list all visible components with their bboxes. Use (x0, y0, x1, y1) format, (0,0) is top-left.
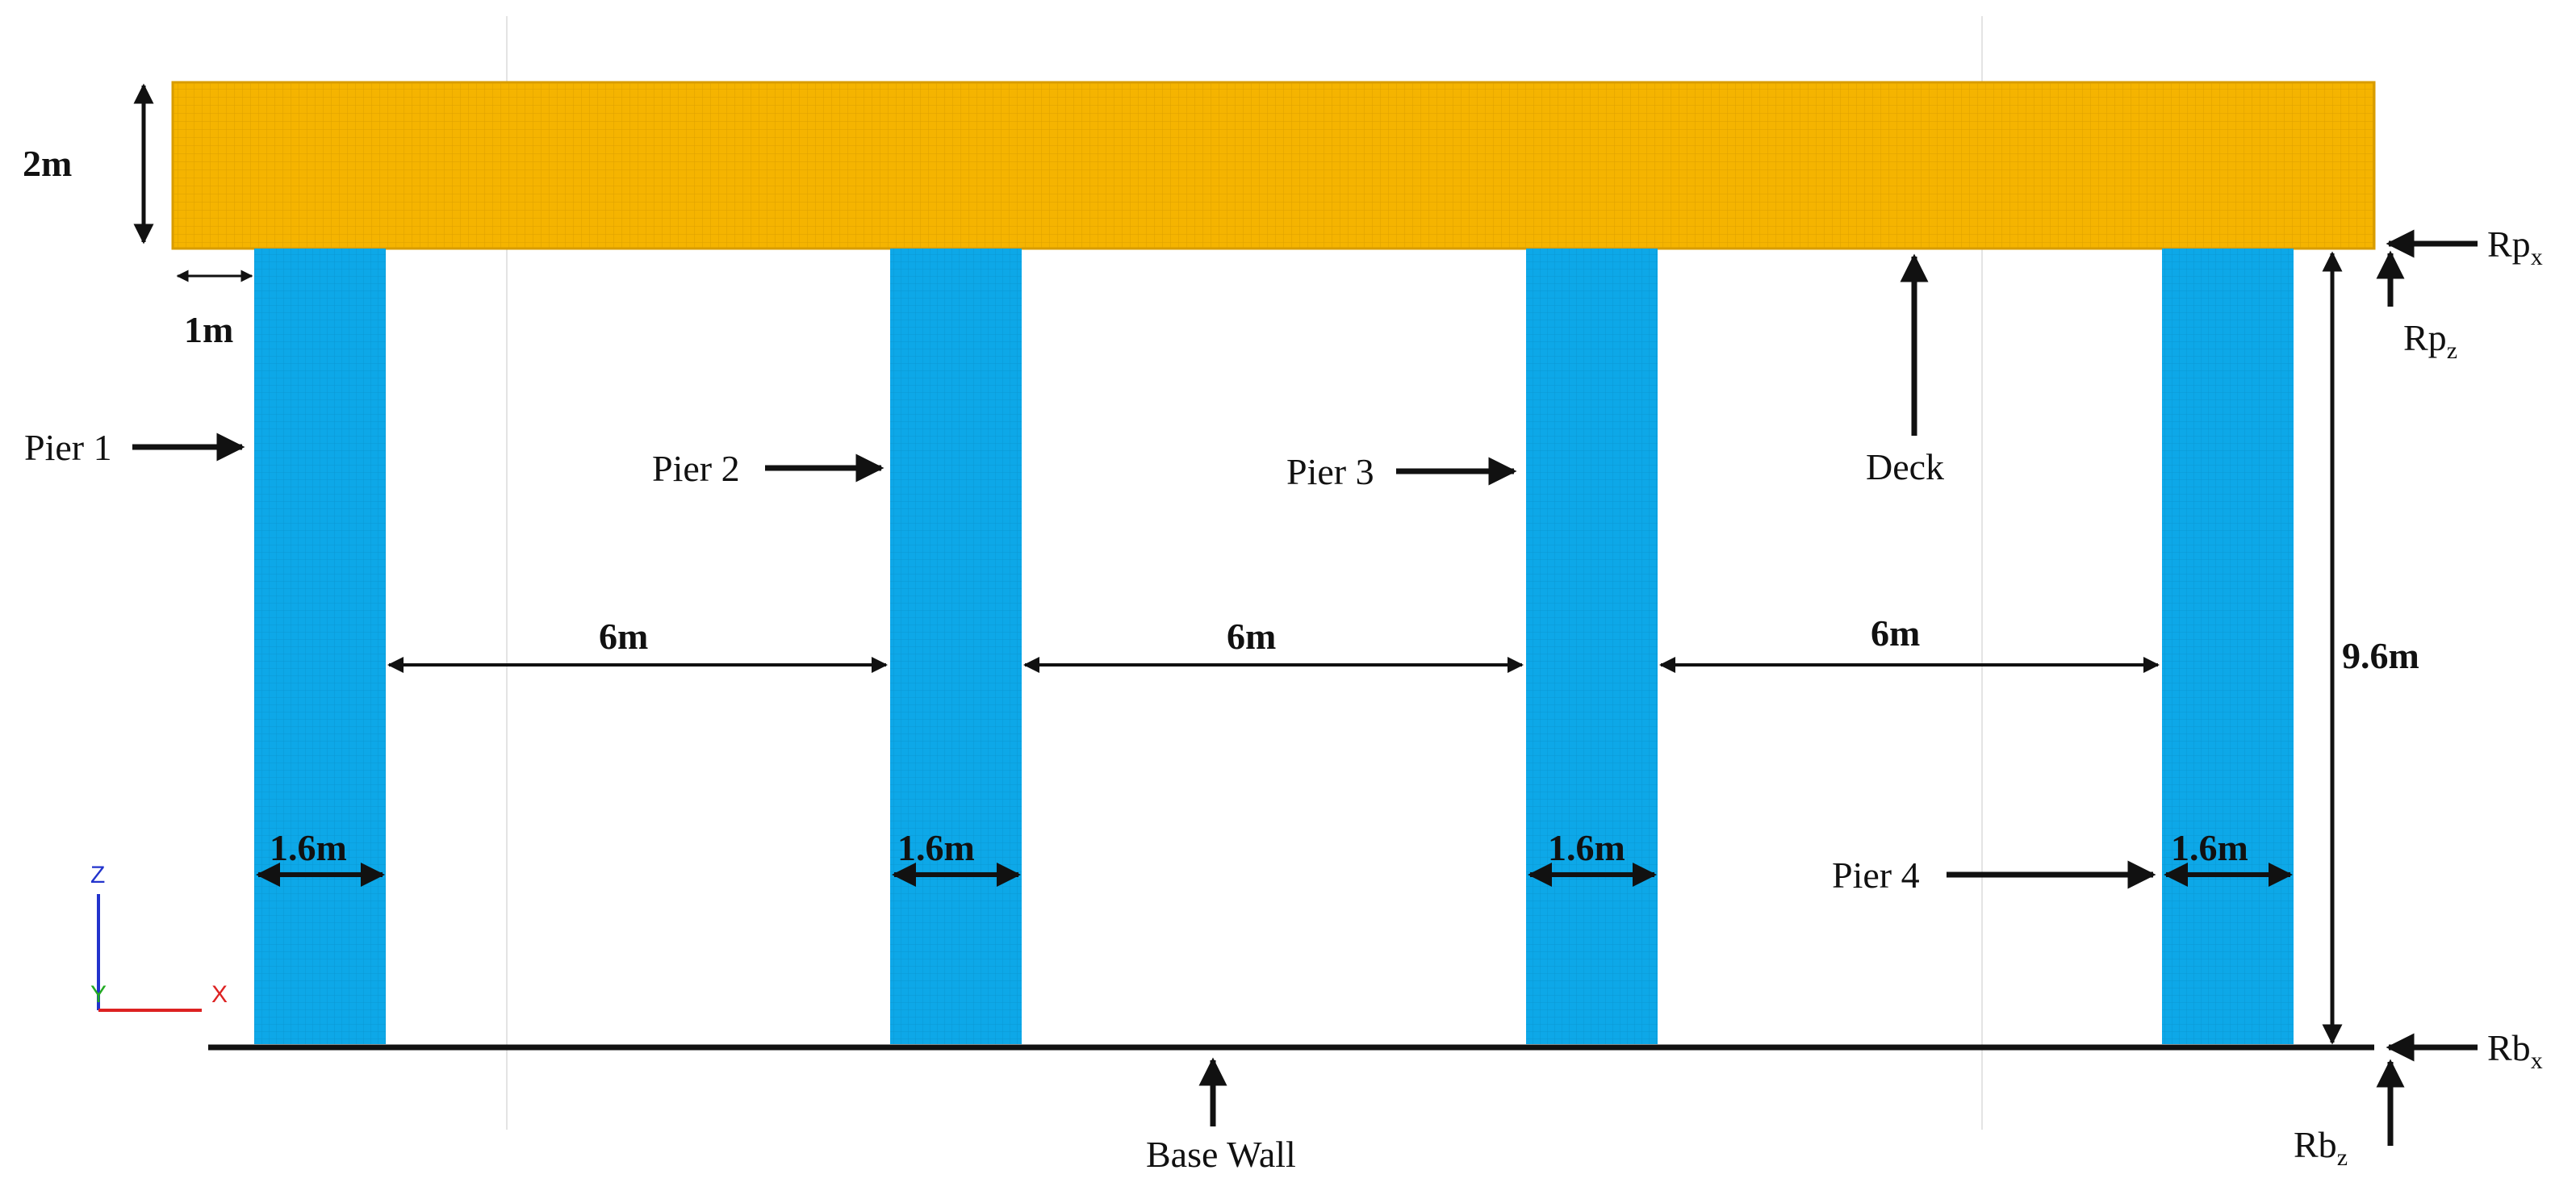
rp-x-subscript: x (2531, 244, 2543, 270)
axis-y-label: Y (90, 981, 107, 1008)
pier-1-label: Pier 1 (24, 427, 112, 468)
pier-2-column (890, 249, 1022, 1044)
rp-z-subscript: z (2447, 337, 2457, 364)
rp-z-label: Rpz (2403, 317, 2457, 364)
span-2-label: 6m (1227, 616, 1276, 657)
span-3-label: 6m (1871, 612, 1920, 654)
rb-z-label: Rbz (2294, 1124, 2348, 1171)
coordinate-axes: Z Y X (90, 862, 228, 1012)
pier-width-1-label: 1.6m (270, 827, 347, 868)
span-1-label: 6m (599, 616, 648, 657)
rb-z-subscript: z (2337, 1144, 2348, 1171)
pier-3-label: Pier 3 (1286, 451, 1374, 492)
dimension-arrows (133, 83, 2343, 1045)
axis-z-label: Z (90, 862, 105, 888)
edge-offset-label: 1m (184, 309, 233, 350)
rb-x-label: Rbx (2487, 1027, 2543, 1074)
pier-4-label: Pier 4 (1832, 855, 1920, 896)
pier-width-4-label: 1.6m (2171, 827, 2248, 868)
base-wall-label: Base Wall (1146, 1134, 1296, 1175)
pier-height-label: 9.6m (2342, 635, 2419, 676)
component-labels: Pier 1 Pier 2 Pier 3 Pier 4 Deck Base Wa… (24, 427, 1944, 1175)
reaction-labels: Rpx Rpz Rbx Rbz (2294, 224, 2543, 1171)
dimension-labels: 2m 1m 6m 6m 6m 1.6m 1.6m 1.6m 1.6m 9.6m (23, 143, 2419, 868)
pier-2-label: Pier 2 (652, 448, 740, 489)
pier-3-column (1526, 249, 1658, 1044)
pier-width-2-label: 1.6m (897, 827, 975, 868)
pointer-arrows (132, 229, 2478, 1146)
rb-x-subscript: x (2531, 1047, 2543, 1074)
pier-width-3-label: 1.6m (1548, 827, 1625, 868)
deck-depth-label: 2m (23, 143, 72, 184)
axis-x-label: X (211, 981, 228, 1008)
pier-4-column (2162, 249, 2294, 1044)
deck-label: Deck (1866, 446, 1944, 487)
rp-x-label: Rpx (2487, 224, 2543, 270)
pier-1-column (254, 249, 386, 1044)
deck-block (171, 81, 2376, 250)
